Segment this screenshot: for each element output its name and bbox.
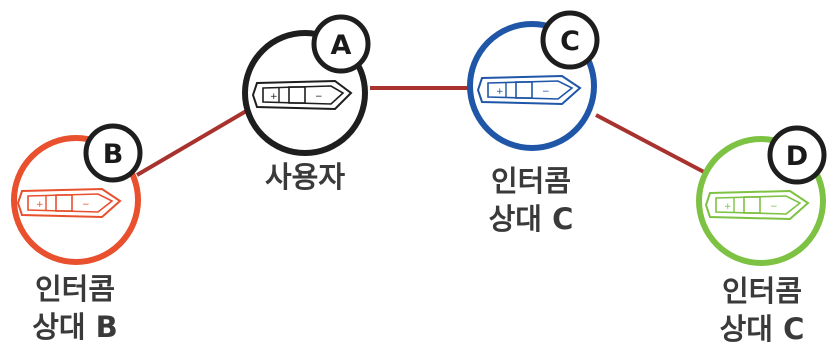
svg-text:+: + xyxy=(496,87,504,97)
headset-device-icon: + − xyxy=(251,79,353,111)
badge-b: B xyxy=(103,139,124,170)
node-a: + − A xyxy=(242,14,371,156)
headset-device-icon: + − xyxy=(704,189,810,221)
svg-text:−: − xyxy=(82,200,90,210)
label-line: 상대 B xyxy=(32,310,118,344)
svg-text:+: + xyxy=(724,202,732,212)
badge-a: A xyxy=(331,30,352,61)
label-line: 사용자 xyxy=(264,160,346,194)
badge-d: D xyxy=(786,141,808,172)
svg-text:+: + xyxy=(270,92,278,102)
label-line: 상대 C xyxy=(488,202,574,236)
headset-device-icon: + − xyxy=(16,187,122,219)
label-line: 인터콤 xyxy=(34,272,116,306)
label-line: 인터콤 xyxy=(721,274,803,308)
node-c: + − C xyxy=(467,10,600,151)
label-line: 인터콤 xyxy=(490,164,572,198)
label-node-b: 인터콤 상대 B xyxy=(10,270,140,346)
label-line: 상대 C xyxy=(719,312,805,346)
svg-text:−: − xyxy=(315,92,323,102)
svg-text:−: − xyxy=(542,87,550,97)
node-d: + − D xyxy=(696,125,827,266)
label-node-d: 인터콤 상대 C xyxy=(698,272,826,348)
label-node-c: 인터콤 상대 C xyxy=(466,162,596,238)
badge-c: C xyxy=(560,26,580,57)
node-b: + − B xyxy=(11,123,143,265)
connection-c-d xyxy=(595,113,705,174)
headset-device-icon: + − xyxy=(476,74,582,106)
svg-text:+: + xyxy=(36,200,44,210)
label-node-a: 사용자 xyxy=(240,158,370,196)
connection-b-a xyxy=(135,108,250,177)
svg-text:−: − xyxy=(770,202,778,212)
